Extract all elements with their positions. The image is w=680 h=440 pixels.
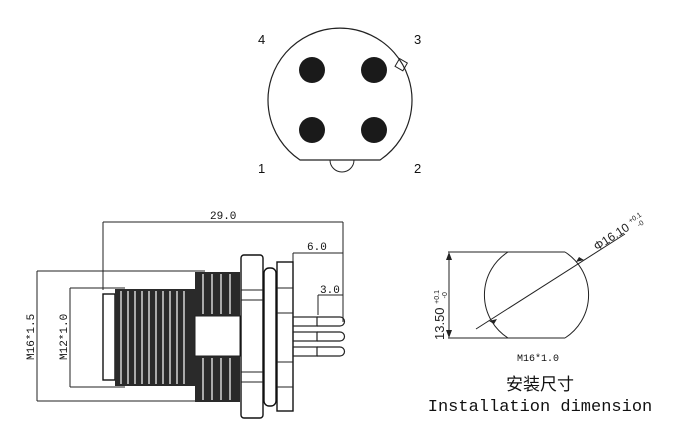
install-view: 13.50 +0.1 -0 Φ16.10 +0.1 -0 M16*1.0 [427, 205, 650, 365]
pin-2 [361, 117, 387, 143]
pin-4 [299, 57, 325, 83]
diameter-dimension: Φ16.10 +0.1 -0 [588, 205, 650, 255]
front-face [102, 293, 116, 381]
pin-3 [361, 57, 387, 83]
flange [276, 261, 294, 412]
inner-thread-dimension: M12*1.0 [59, 314, 71, 360]
m16-thread-bottom [195, 356, 240, 402]
install-title-cn: 安装尺寸 [506, 375, 574, 395]
face-outline [267, 27, 413, 161]
outer-thread-dimension: M16*1.5 [26, 314, 38, 360]
pin-length-dimension: 3.0 [320, 285, 340, 297]
pin-1 [299, 117, 325, 143]
o-ring [263, 267, 277, 407]
side-view: 29.0 6.0 3.0 M16*1.5 M12*1.0 [26, 211, 346, 419]
hex-nut [240, 254, 264, 419]
pins [292, 316, 346, 357]
length-dimension: 29.0 [210, 211, 236, 223]
flange-dimension: 6.0 [307, 242, 327, 254]
m12-thread [115, 289, 195, 386]
pin-label-3: 3 [414, 32, 421, 47]
flat-width-dimension: 13.50 +0.1 -0 [427, 286, 449, 340]
install-thread-label: M16*1.0 [517, 353, 559, 365]
key-notch [329, 159, 355, 173]
pin-label-4: 4 [258, 32, 265, 47]
install-title-en: Installation dimension [427, 398, 653, 417]
face-view: 1 2 3 4 [258, 27, 421, 176]
key-mark [394, 57, 409, 72]
pin-label-2: 2 [414, 161, 421, 176]
m16-thread-top [195, 272, 240, 316]
pin-label-1: 1 [258, 161, 265, 176]
